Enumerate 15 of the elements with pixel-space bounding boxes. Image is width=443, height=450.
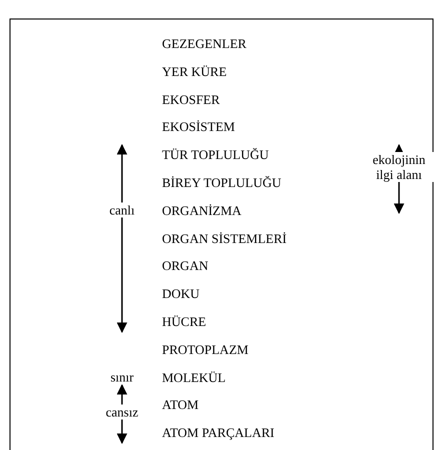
level-label: ORGAN <box>162 258 208 274</box>
level-label: EKOSFER <box>162 92 220 108</box>
level-label: YER KÜRE <box>162 64 227 80</box>
level-label: TÜR TOPLULUĞU <box>162 147 269 164</box>
level-label: DOKU <box>162 286 200 302</box>
level-label: MOLEKÜL <box>162 370 226 386</box>
level-label: ATOM PARÇALARI <box>162 425 274 442</box>
level-label: GEZEGENLER <box>162 36 246 52</box>
level-label: ORGANİZMA <box>162 202 242 219</box>
level-label: ATOM <box>162 397 199 414</box>
level-label: PROTOPLAZM <box>162 342 248 358</box>
level-label: EKOSİSTEM <box>162 119 235 136</box>
level-label: HÜCRE <box>162 314 206 330</box>
level-label: BİREY TOPLULUĞU <box>162 175 282 191</box>
level-label: ORGAN SİSTEMLERİ <box>162 230 287 247</box>
